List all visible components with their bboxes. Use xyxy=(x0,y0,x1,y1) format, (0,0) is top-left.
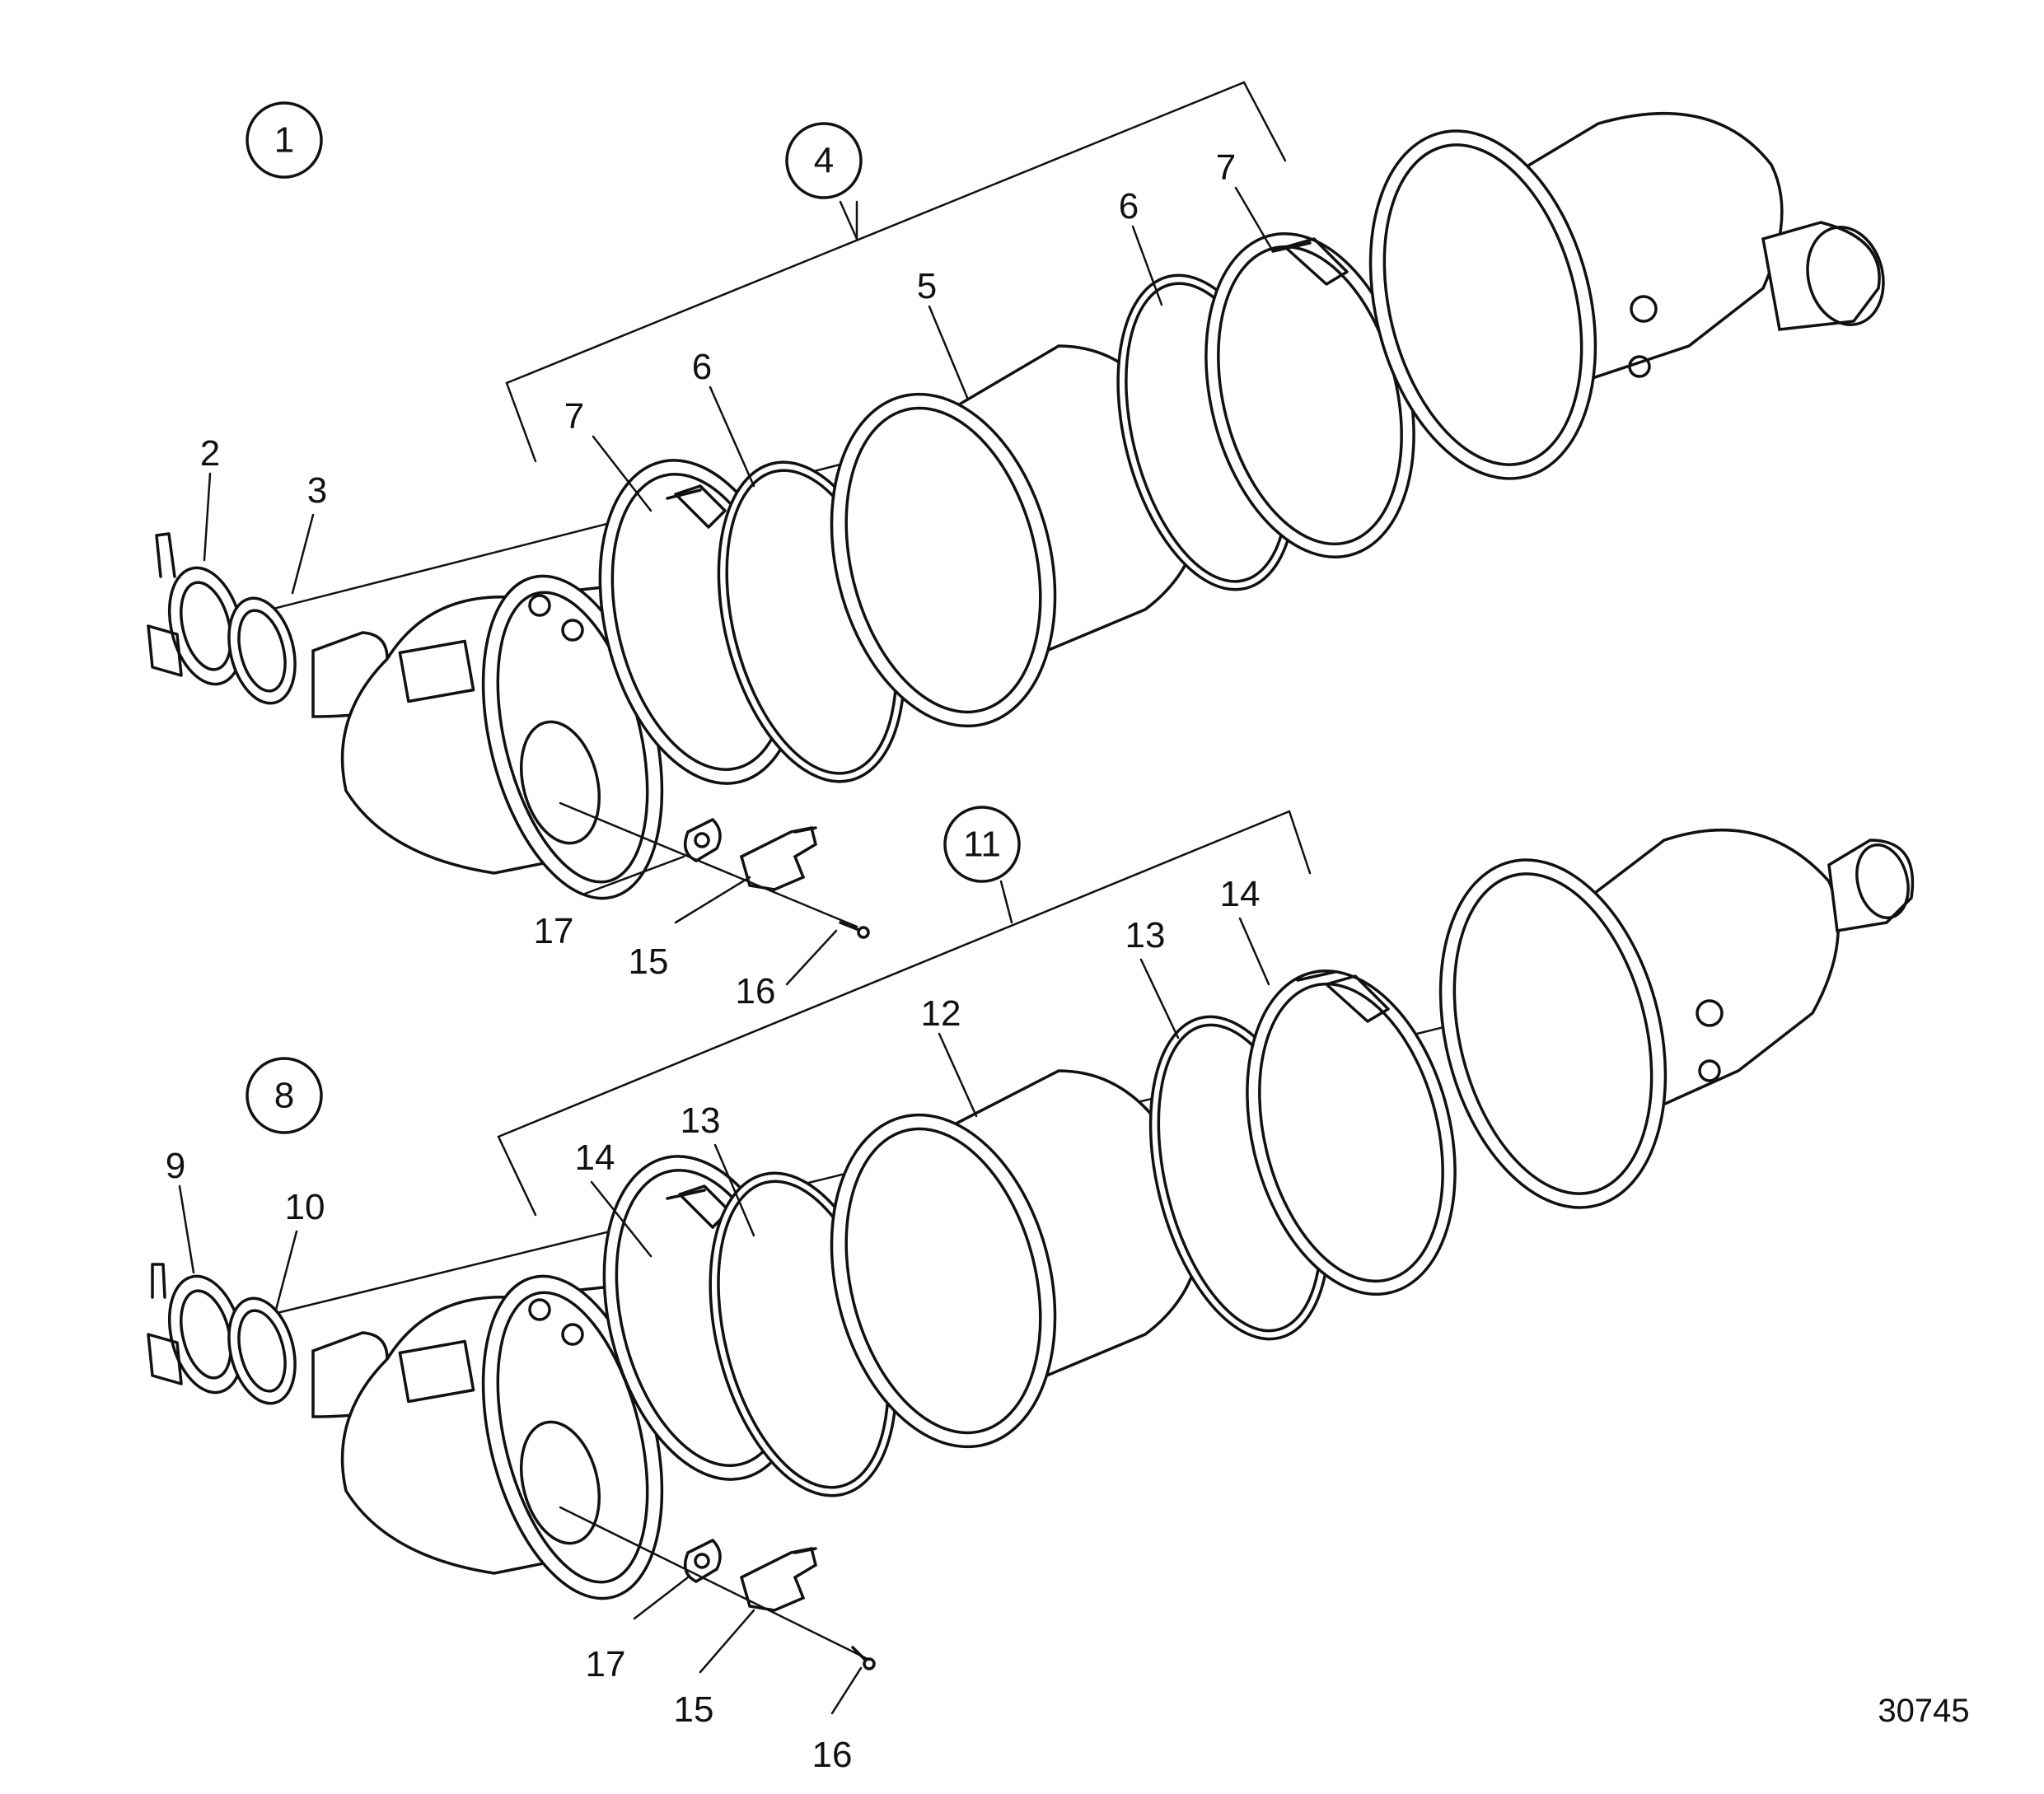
label-12: 12 xyxy=(921,993,961,1034)
label-17-lower: 17 xyxy=(586,1644,626,1684)
callout-4: 4 xyxy=(785,122,863,199)
label-9: 9 xyxy=(166,1146,185,1186)
small-ring-part xyxy=(227,596,297,705)
callout-1: 1 xyxy=(246,101,323,179)
bracket-11 xyxy=(497,810,1312,1217)
label-13-right: 13 xyxy=(1125,915,1166,955)
outlet-housing-part xyxy=(1368,111,1885,480)
lower-assembly xyxy=(147,810,1915,1715)
small-clamp-part-lower xyxy=(147,1263,245,1395)
label-10: 10 xyxy=(285,1187,325,1227)
bracket-4 xyxy=(505,81,1287,463)
screw-16 xyxy=(839,921,870,939)
label-5: 5 xyxy=(917,266,937,306)
label-15: 15 xyxy=(629,941,669,982)
callout-11: 11 xyxy=(943,806,1021,883)
sensor-15-lower xyxy=(739,1546,818,1612)
labels-lower: 9 10 14 13 12 13 14 17 15 16 xyxy=(166,874,1261,1775)
svg-text:8: 8 xyxy=(274,1076,294,1116)
label-14-right: 14 xyxy=(1220,874,1261,914)
callout-8: 8 xyxy=(246,1057,323,1134)
label-16-lower: 16 xyxy=(812,1735,853,1775)
label-3: 3 xyxy=(307,470,327,511)
label-7-right: 7 xyxy=(1216,147,1236,188)
label-15-lower: 15 xyxy=(674,1689,714,1730)
v-clamp-14-right xyxy=(1246,969,1457,1296)
labels-upper: 2 3 7 6 5 6 7 17 15 16 xyxy=(200,147,1236,1011)
svg-text:4: 4 xyxy=(814,141,834,181)
label-17: 17 xyxy=(534,911,574,951)
upper-assembly xyxy=(147,81,1885,986)
sensor-gasket-17-lower xyxy=(683,1538,722,1583)
svg-text:11: 11 xyxy=(963,825,1001,865)
label-16: 16 xyxy=(736,971,776,1011)
small-clamp-part xyxy=(147,532,245,686)
label-7-left: 7 xyxy=(564,396,584,437)
label-14-left: 14 xyxy=(575,1138,615,1178)
label-6-left: 6 xyxy=(692,347,712,387)
outlet-housing-part-lower xyxy=(1438,828,1915,1209)
screw-16-lower xyxy=(851,1646,876,1670)
figure-number: 30745 xyxy=(1878,1693,1969,1729)
label-2: 2 xyxy=(200,433,220,474)
label-6-right: 6 xyxy=(1119,186,1139,227)
filter-canister-12 xyxy=(830,1069,1203,1449)
label-13-left: 13 xyxy=(681,1100,721,1141)
sensor-15 xyxy=(739,825,818,891)
svg-text:1: 1 xyxy=(274,120,294,161)
sensor-gasket-17 xyxy=(683,817,722,862)
small-ring-part-lower xyxy=(227,1296,297,1405)
